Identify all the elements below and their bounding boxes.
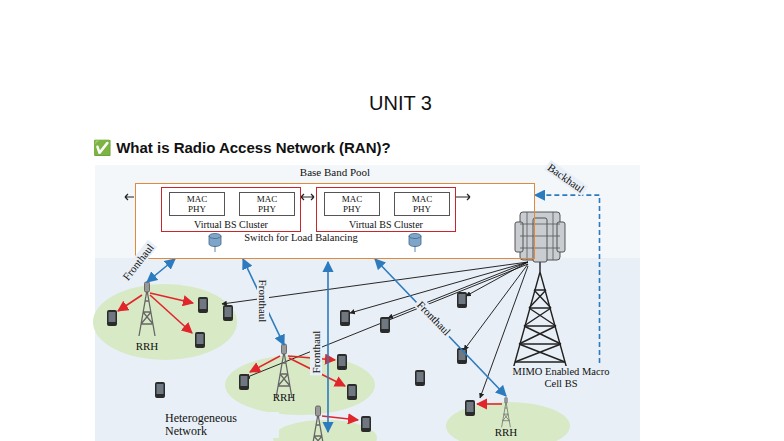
rrh-tower: RRH (262, 345, 306, 403)
node-text: MAC PHY (409, 194, 435, 214)
fronthaul-link (243, 259, 284, 345)
page-title: ✅ What is Radio Access Network (RAN)? (93, 139, 391, 157)
node-text: MAC PHY (339, 194, 365, 214)
link-label: Fronthaul (257, 278, 269, 325)
node-text: Virtual BS Cluster (162, 219, 300, 230)
fronthaul-link (375, 259, 506, 396)
mac-phy-box: MAC PHY (239, 192, 295, 216)
virtual-bs-cluster: Virtual BS Cluster MAC PHY MAC PHY (161, 187, 301, 232)
region-label: Heterogeneous Network (163, 412, 279, 438)
node-text: MAC PHY (184, 194, 210, 214)
node-text: Base Band Pool (136, 166, 534, 178)
node-text: RRH (125, 340, 169, 352)
node-text: MAC PHY (254, 194, 280, 214)
node-text: MIMO Enabled Macro Cell BS (506, 366, 616, 390)
node-text: RRH (484, 426, 528, 438)
fronthaul-link (147, 259, 175, 282)
rrh-tower: RRH (484, 396, 528, 439)
unit-heading: UNIT 3 (369, 92, 432, 115)
mac-phy-box: MAC PHY (394, 192, 450, 216)
rrh-tower: RRH (125, 282, 169, 352)
mac-phy-box: MAC PHY (324, 192, 380, 216)
mac-phy-box: MAC PHY (169, 192, 225, 216)
baseband-pool: Base Band PoolSwitch for Load BalancingV… (135, 183, 535, 259)
link-label: Fronthaul (310, 329, 322, 376)
backhaul-link (535, 195, 600, 363)
node-text: Virtual BS Cluster (317, 219, 455, 230)
macro-cell-bs: MIMO Enabled Macro Cell BS (506, 363, 616, 393)
virtual-bs-cluster: Virtual BS Cluster MAC PHY MAC PHY (316, 187, 456, 232)
node-body-text: Switch for Load Balancing (236, 232, 366, 244)
node-text: RRH (262, 391, 306, 403)
